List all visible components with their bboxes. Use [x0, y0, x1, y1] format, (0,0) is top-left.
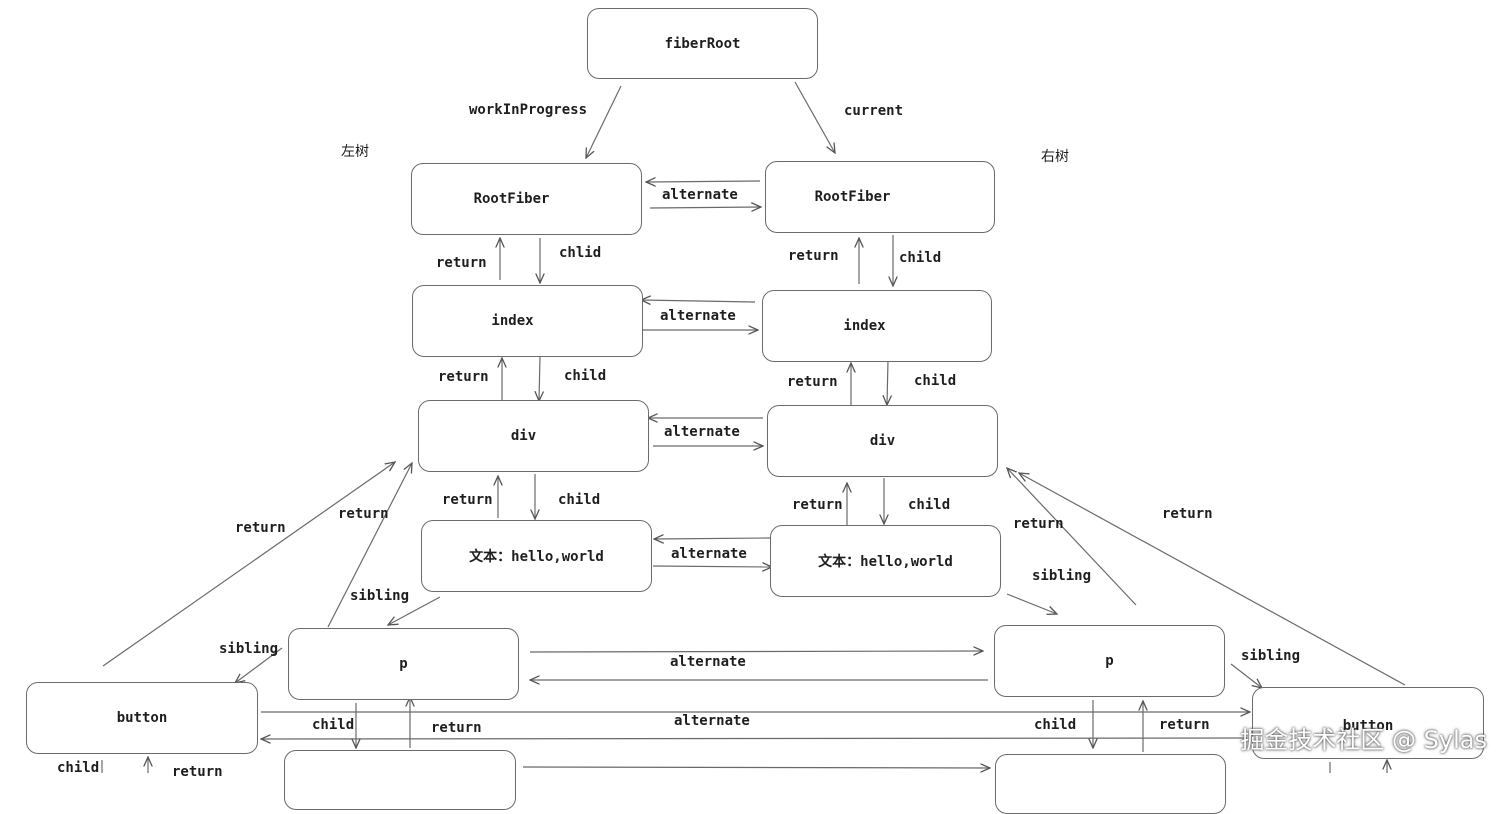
label-left-tree: 左树 — [341, 144, 369, 160]
node-bottom-right — [995, 754, 1226, 814]
label-sibling: sibling — [350, 588, 410, 604]
label-right-tree: 右树 — [1041, 149, 1069, 165]
label-sibling: sibling — [1032, 568, 1092, 584]
node-p-right: p — [994, 625, 1225, 697]
label-alternate: alternate — [662, 187, 738, 203]
node-text-left: 文本：hello,world — [421, 520, 652, 592]
label-return: return — [1013, 516, 1064, 532]
label-alternate: alternate — [671, 546, 747, 562]
workinprogress-arrow — [586, 85, 622, 158]
label-return: return — [788, 248, 839, 264]
alternate-arrow — [641, 300, 756, 302]
diagram-canvas — [101, 81, 1406, 773]
label-child: child — [564, 368, 607, 384]
return-arrow — [102, 462, 395, 667]
alternate-arrow — [652, 566, 772, 567]
return-arrow — [1007, 468, 1137, 606]
label-alternate: alternate — [674, 713, 750, 729]
label-child: child — [57, 760, 100, 776]
node-fiber-root: fiberRoot — [587, 8, 818, 79]
node-bottom-left — [284, 750, 516, 810]
label-return: return — [442, 492, 493, 508]
label-return: return — [436, 255, 487, 271]
label-return: return — [431, 720, 482, 736]
sibling-arrow — [235, 647, 283, 683]
label-work-in-progress: workInProgress — [469, 102, 588, 118]
return-arrow — [327, 463, 412, 628]
child-arrow — [887, 359, 888, 405]
label-current: current — [844, 103, 904, 119]
label-return: return — [1162, 506, 1213, 522]
sibling-arrow — [388, 596, 441, 625]
alternate-arrow — [649, 207, 761, 208]
watermark: 掘金技术社区 @ Sylas — [1240, 726, 1487, 754]
return-arrow — [1019, 473, 1406, 686]
label-alternate: alternate — [670, 654, 746, 670]
alternate-arrow — [261, 738, 1248, 739]
node-button-left: button — [26, 682, 258, 754]
label-child: child — [899, 250, 942, 266]
current-arrow — [794, 81, 835, 153]
label-return: return — [172, 764, 223, 780]
node-root-fiber-right: RootFiber — [765, 161, 995, 233]
label-return: return — [787, 374, 838, 390]
label-child: child — [312, 717, 355, 733]
sibling-arrow — [1006, 593, 1057, 614]
alternate-arrow — [646, 181, 761, 182]
alternate-arrow — [529, 651, 983, 652]
alternate-arrow — [654, 538, 771, 539]
sibling-arrow — [1230, 663, 1262, 688]
label-alternate: alternate — [664, 424, 740, 440]
node-div-right: div — [767, 405, 998, 477]
node-div-left: div — [418, 400, 649, 472]
label-return: return — [438, 369, 489, 385]
label-child: child — [1034, 717, 1077, 733]
label-return: return — [235, 520, 286, 536]
node-p-left: p — [288, 628, 519, 700]
label-alternate: alternate — [660, 308, 736, 324]
node-root-fiber-left: RootFiber — [411, 163, 642, 235]
alternate-arrow — [522, 767, 990, 768]
label-child: child — [914, 373, 957, 389]
label-child: child — [558, 492, 601, 508]
node-index-left: index — [412, 285, 643, 357]
node-index-right: index — [762, 290, 992, 362]
label-sibling: sibling — [1241, 648, 1301, 664]
node-text-right: 文本：hello,world — [770, 525, 1001, 597]
label-child: child — [908, 497, 951, 513]
label-return: return — [1159, 717, 1210, 733]
node-button-right: button — [1252, 687, 1484, 759]
label-return: return — [792, 497, 843, 513]
child-arrow — [539, 355, 540, 401]
label-sibling: sibling — [219, 641, 279, 657]
label-return: return — [338, 506, 389, 522]
label-chlid: chlid — [559, 245, 602, 261]
